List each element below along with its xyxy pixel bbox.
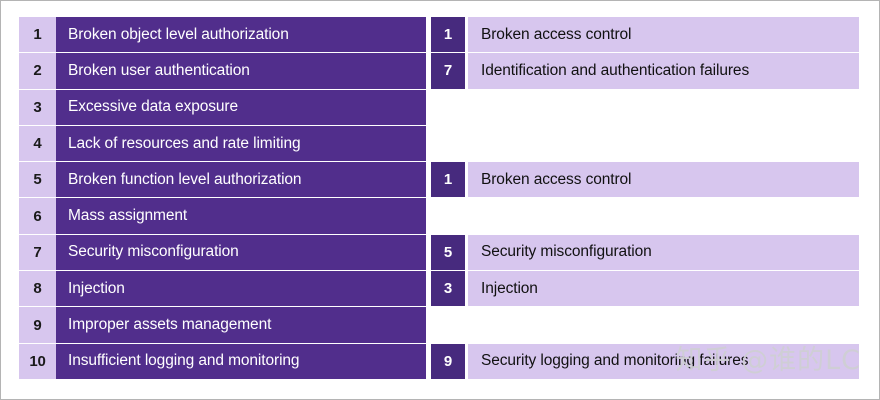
row-number (431, 307, 465, 342)
row-label: Excessive data exposure (56, 89, 426, 125)
row-label: Identification and authentication failur… (468, 53, 859, 89)
row-label: Broken function level authorization (56, 162, 426, 198)
row-number: 3 (19, 89, 56, 125)
row-number: 10 (19, 343, 56, 379)
row-label (468, 90, 859, 125)
owasp-mapping-table: 1 Broken access control 7 Identification… (431, 17, 859, 379)
row-label: Broken access control (468, 162, 859, 198)
row-number (431, 198, 465, 233)
table-row: 8 Injection (19, 271, 426, 308)
row-number: 4 (19, 125, 56, 162)
table-row: 3 Excessive data exposure (19, 89, 426, 126)
row-number: 9 (431, 343, 465, 379)
row-number (431, 90, 465, 125)
table-row: 1 Broken object level authorization (19, 17, 426, 54)
row-label: Security misconfiguration (56, 234, 426, 271)
table-row-empty (431, 126, 859, 162)
table-row-empty (431, 90, 859, 126)
table-row: 7 Identification and authentication fail… (431, 53, 859, 90)
table-row: 10 Insufficient logging and monitoring (19, 343, 426, 379)
row-label: Broken user authentication (56, 53, 426, 89)
row-label: Broken access control (468, 17, 859, 53)
table-row: 2 Broken user authentication (19, 53, 426, 90)
table-row: 9 Security logging and monitoring failur… (431, 343, 859, 379)
row-number: 5 (19, 162, 56, 198)
row-number: 9 (19, 307, 56, 343)
row-number: 6 (19, 198, 56, 234)
table-row: 5 Broken function level authorization (19, 162, 426, 199)
row-number: 7 (19, 234, 56, 271)
row-number: 1 (431, 162, 465, 198)
row-label: Injection (468, 271, 859, 307)
table-row: 6 Mass assignment (19, 198, 426, 235)
row-number: 5 (431, 234, 465, 271)
row-label (468, 198, 859, 233)
row-number: 8 (19, 271, 56, 307)
row-label: Improper assets management (56, 307, 426, 343)
table-row: 1 Broken access control (431, 17, 859, 54)
row-label: Security misconfiguration (468, 234, 859, 271)
table-row-empty (431, 307, 859, 343)
row-number: 1 (19, 17, 56, 53)
row-number: 7 (431, 53, 465, 89)
row-number: 1 (431, 17, 465, 53)
table-row: 3 Injection (431, 271, 859, 308)
table-row: 4 Lack of resources and rate limiting (19, 125, 426, 163)
row-number: 2 (19, 53, 56, 89)
row-label: Injection (56, 271, 426, 307)
table-row: 1 Broken access control (431, 162, 859, 199)
row-number: 3 (431, 271, 465, 307)
table-row-empty (431, 198, 859, 234)
row-label: Security logging and monitoring failures (468, 343, 859, 379)
table-row: 9 Improper assets management (19, 307, 426, 344)
api-top10-table: 1 Broken object level authorization 2 Br… (19, 17, 426, 379)
row-label: Lack of resources and rate limiting (56, 125, 426, 162)
row-number (431, 126, 465, 161)
row-label: Insufficient logging and monitoring (56, 343, 426, 379)
row-label (468, 307, 859, 342)
row-label (468, 126, 859, 161)
row-label: Mass assignment (56, 198, 426, 234)
row-label: Broken object level authorization (56, 17, 426, 53)
table-row: 5 Security misconfiguration (431, 234, 859, 272)
table-row: 7 Security misconfiguration (19, 234, 426, 272)
